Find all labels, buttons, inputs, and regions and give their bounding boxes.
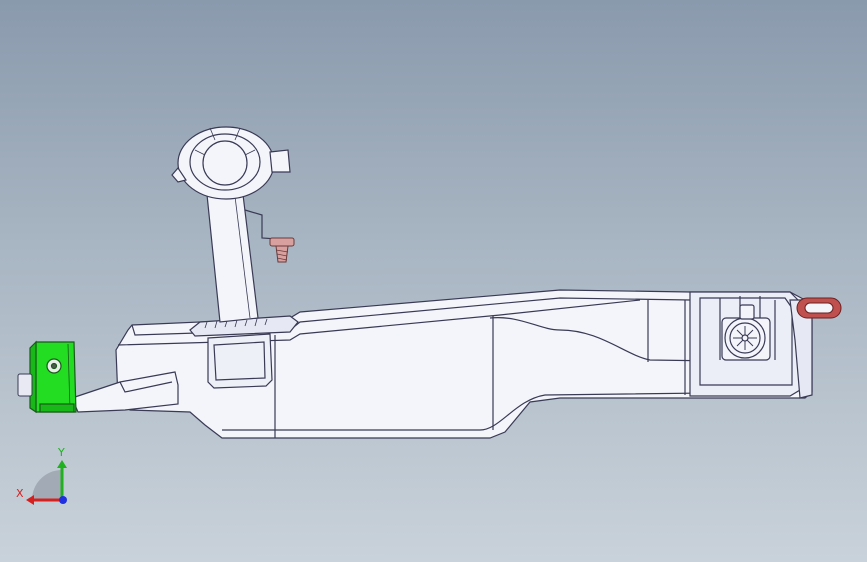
screw-head <box>269 237 295 247</box>
bracket-clip[interactable] <box>17 373 33 397</box>
tank-body[interactable] <box>115 289 813 439</box>
y-axis-label: Y <box>57 446 65 459</box>
end-housing-detail <box>699 297 793 386</box>
screw-shank <box>275 245 289 263</box>
z-axis-dot <box>59 496 67 504</box>
filler-cap-ring <box>189 133 261 191</box>
pump-clip <box>739 304 755 320</box>
filler-cap-opening <box>202 140 248 186</box>
drain-spout[interactable] <box>71 371 179 413</box>
tank-contour-curve <box>489 317 791 363</box>
tank-pocket-inner <box>213 341 266 381</box>
selected-bracket[interactable] <box>29 340 77 414</box>
pump-ring-inner <box>729 322 761 354</box>
x-axis-label: X <box>16 487 24 500</box>
filler-neck[interactable] <box>171 126 293 323</box>
clip-body <box>17 373 33 397</box>
filler-cap-tab-left <box>171 167 187 183</box>
triad-quadrant <box>32 470 62 500</box>
coordinate-triad: X Y <box>16 446 67 505</box>
filler-cap-lugs <box>194 127 256 156</box>
seal-inner <box>804 302 834 314</box>
pump-fitting[interactable] <box>721 304 771 361</box>
y-arrow-head <box>57 460 67 468</box>
neck-ribs <box>204 318 268 329</box>
spout-top-edge <box>119 381 173 393</box>
bracket-foot <box>39 403 75 413</box>
tank-lower-curve <box>222 391 791 431</box>
bracket-fold <box>67 343 71 411</box>
filler-bracket <box>244 209 293 241</box>
seal-grommet[interactable] <box>796 297 842 319</box>
filler-cap-tab-right <box>269 149 291 173</box>
x-arrow-head <box>26 495 34 505</box>
tank-pocket <box>207 333 273 389</box>
screw-thread <box>275 249 289 261</box>
pump-hub <box>741 334 749 342</box>
bracket-bolt-center <box>50 362 58 370</box>
screw[interactable] <box>269 237 295 263</box>
